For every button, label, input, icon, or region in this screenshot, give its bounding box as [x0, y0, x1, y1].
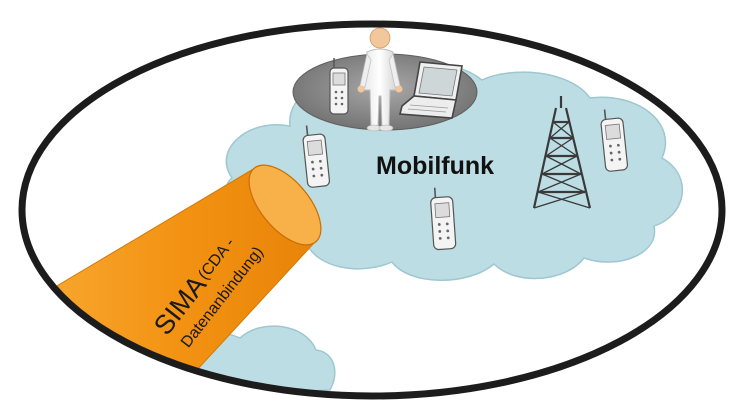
laptop-icon	[398, 61, 463, 119]
mobile-phone-icon	[329, 58, 349, 115]
radio-tower-icon	[532, 96, 592, 209]
person-icon	[357, 27, 403, 132]
mobile-phone-icon	[430, 187, 457, 251]
mobile-phone-icon	[302, 125, 331, 188]
mobile-phone-icon	[600, 109, 629, 172]
user-platform	[292, 27, 478, 132]
network-label: Mobilfunk	[376, 152, 494, 180]
pipe-opening	[248, 164, 322, 246]
ellipse-border	[18, 20, 726, 400]
